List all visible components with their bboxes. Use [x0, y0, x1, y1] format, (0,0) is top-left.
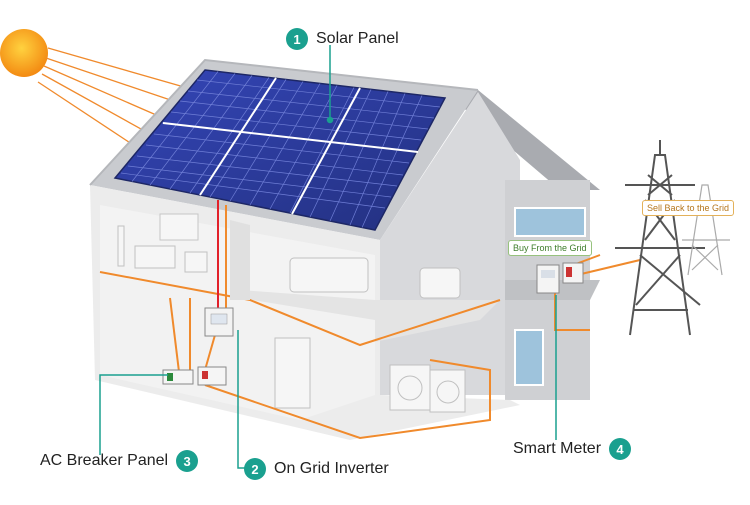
power-tower-far-icon — [682, 184, 730, 276]
sun-icon — [0, 29, 48, 77]
inverter-text: On Grid Inverter — [274, 460, 389, 477]
tag-sell-back: Sell Back to the Grid — [642, 200, 735, 216]
badge-3: 3 — [176, 450, 199, 472]
smart-meter-text: Smart Meter — [513, 440, 602, 457]
badge-2: 2 — [244, 458, 266, 480]
solar-panel-text: Solar Panel — [316, 30, 399, 47]
label-solar-panel: 1 Solar Panel — [286, 28, 399, 50]
power-tower-icon — [615, 140, 705, 336]
inverter-box — [204, 307, 234, 337]
smart-meter-box — [536, 262, 584, 294]
badge-1: 1 — [286, 28, 308, 50]
badge-4: 4 — [609, 438, 632, 460]
ac-breaker-text: AC Breaker Panel — [40, 452, 169, 469]
breaker-panel-box — [162, 366, 227, 386]
label-ac-breaker: AC Breaker Panel 3 — [40, 450, 199, 472]
solar-panel-array — [113, 69, 447, 231]
wiring — [169, 200, 641, 440]
tag-buy-from: Buy From the Grid — [508, 240, 592, 256]
label-inverter: 2 On Grid Inverter — [244, 458, 389, 480]
label-smart-meter: Smart Meter 4 — [513, 438, 632, 460]
